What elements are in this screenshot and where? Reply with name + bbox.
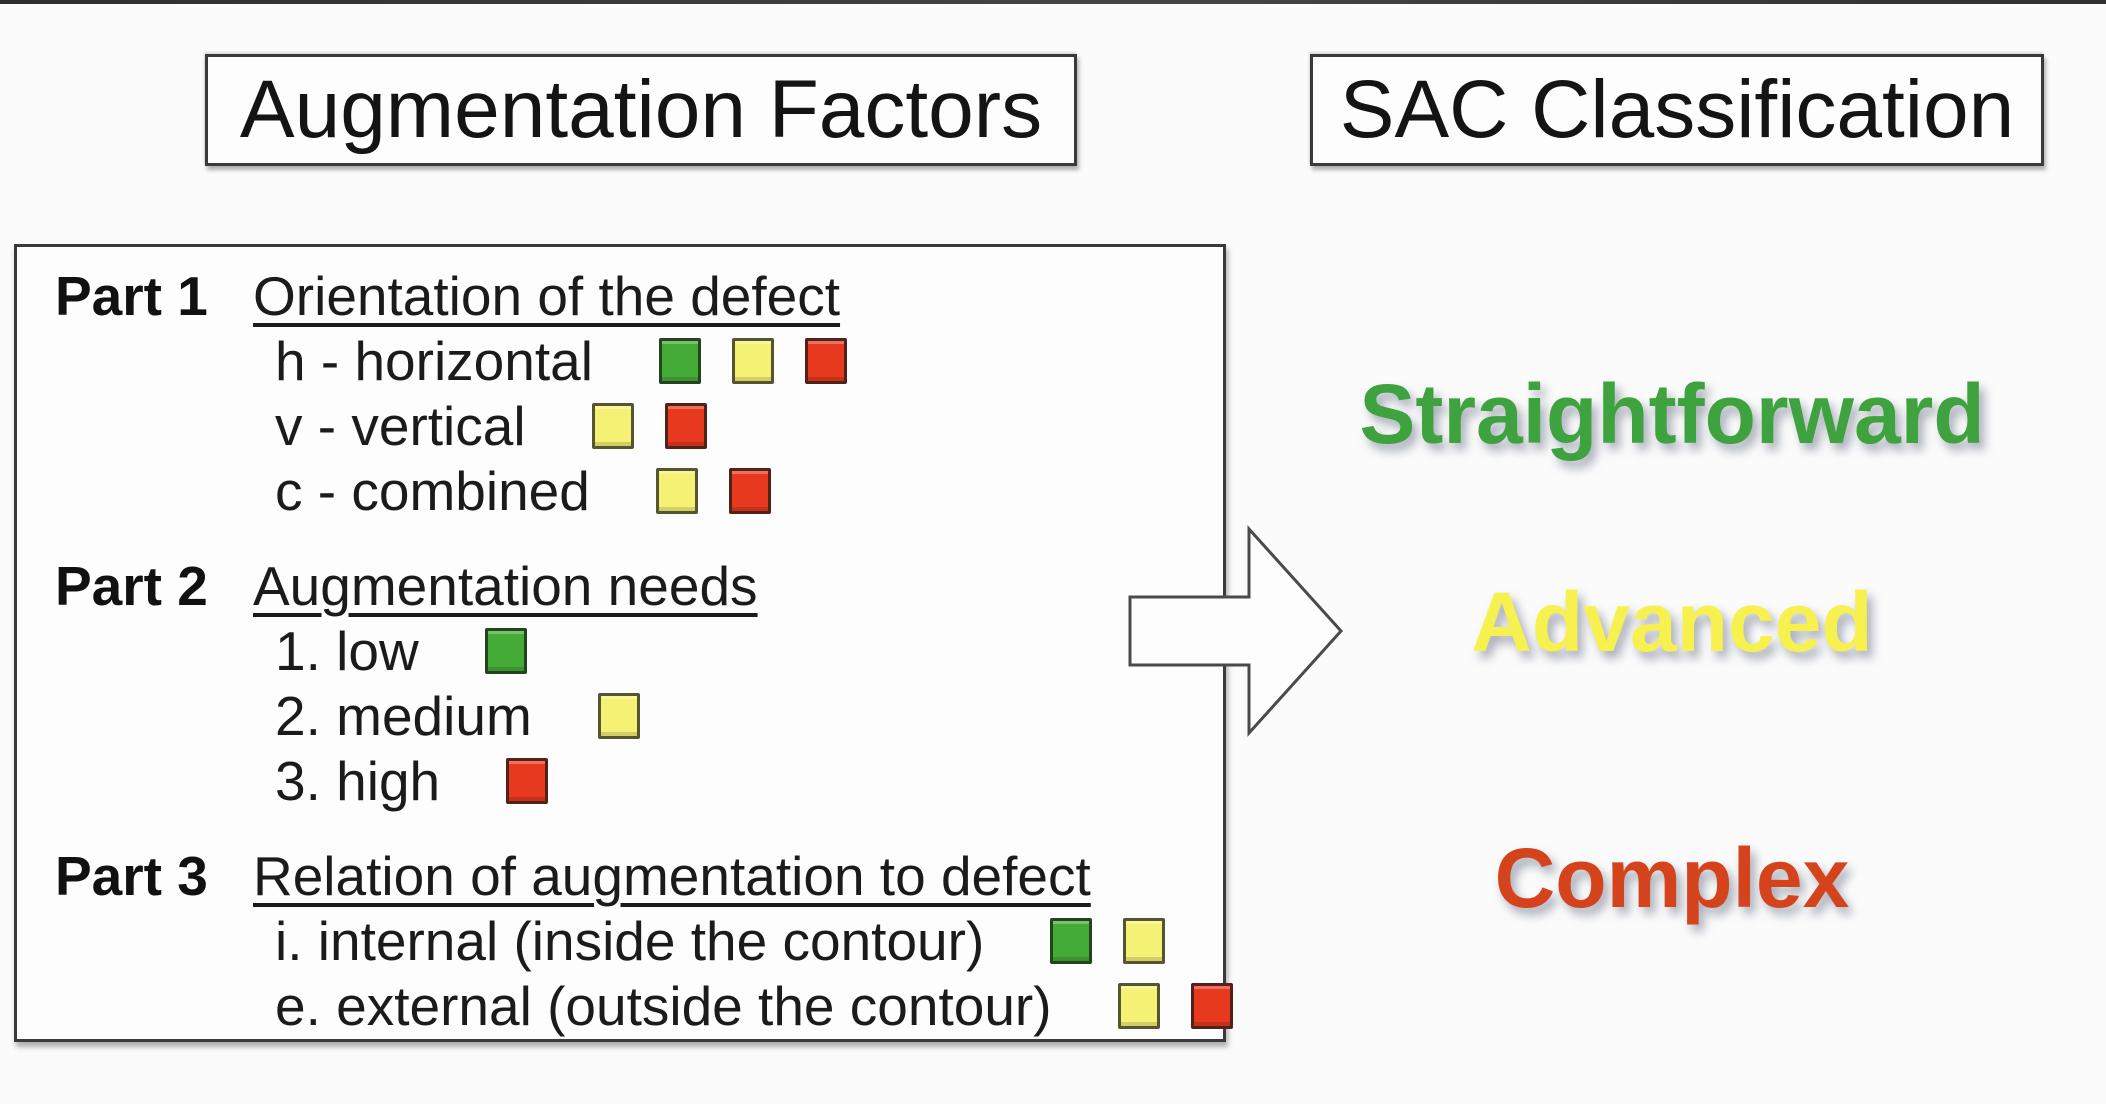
rating-chip [1117,982,1160,1029]
list-item: i. internal (inside the contour) [55,908,1223,973]
part-3-heading: Relation of augmentation to defect [253,844,1091,907]
augmentation-factors-title: Augmentation Factors [239,64,1043,155]
item-label: h - horizontal [275,329,593,392]
slide-top-edge-line [0,0,2106,4]
part-3-label: Part 3 [55,844,208,907]
item-label: c - combined [275,459,590,522]
rating-chips [655,467,771,514]
list-item: h - horizontal [55,328,1223,393]
list-item: e. external (outside the contour) [55,973,1233,1038]
rating-chips [484,627,527,674]
part-1-heading: Orientation of the defect [253,264,841,327]
item-label: 1. low [275,619,419,682]
rating-chip [655,467,698,514]
item-label: 2. medium [275,684,532,747]
list-item: c - combined [55,458,1223,523]
rating-chip [1123,917,1166,964]
list-item: v - vertical [55,393,1223,458]
rating-chips [1050,917,1166,964]
item-label: 3. high [275,749,441,812]
item-label: v - vertical [275,394,526,457]
rating-chip [1190,982,1233,1029]
part-2-heading: Augmentation needs [253,554,758,617]
part-2-label: Part 2 [55,554,208,617]
part-2-section: Part 2 Augmentation needs 1. low 2. medi… [55,553,1223,813]
rating-chip [597,692,640,739]
rating-chip [591,402,634,449]
rating-chip [731,337,774,384]
augmentation-factors-panel: Part 1 Orientation of the defect h - hor… [14,244,1233,1042]
rating-chip [658,337,701,384]
classification-advanced: Advanced [1471,575,1873,669]
part-1-section: Part 1 Orientation of the defect h - hor… [55,263,1223,523]
item-label: i. internal (inside the contour) [275,909,985,972]
classification-complex: Complex [1494,831,1850,925]
sac-classification-title-box: SAC Classification [1310,54,2044,166]
item-label: e. external (outside the contour) [275,974,1052,1037]
part-3-section: Part 3 Relation of augmentation to defec… [55,843,1233,1038]
list-item: 3. high [55,748,1223,813]
rating-chips [506,757,549,804]
rating-chip [664,402,707,449]
sac-classification-title: SAC Classification [1339,64,2015,155]
list-item: 1. low [55,618,1223,683]
rating-chips [1117,982,1233,1029]
augmentation-factors-title-box: Augmentation Factors [205,54,1077,166]
list-item: 2. medium [55,683,1223,748]
part-2-header: Part 2 Augmentation needs [55,553,1223,618]
rating-chips [597,692,640,739]
part-1-header: Part 1 Orientation of the defect [55,263,1223,328]
flow-arrow-icon [1128,525,1344,737]
rating-chips [658,337,847,384]
part-3-header: Part 3 Relation of augmentation to defec… [55,843,1223,908]
classification-straightforward: Straightforward [1359,367,1985,461]
part-1-label: Part 1 [55,264,208,327]
rating-chip [728,467,771,514]
rating-chip [484,627,527,674]
rating-chip [1050,917,1093,964]
rating-chips [591,402,707,449]
rating-chip [506,757,549,804]
rating-chip [804,337,847,384]
